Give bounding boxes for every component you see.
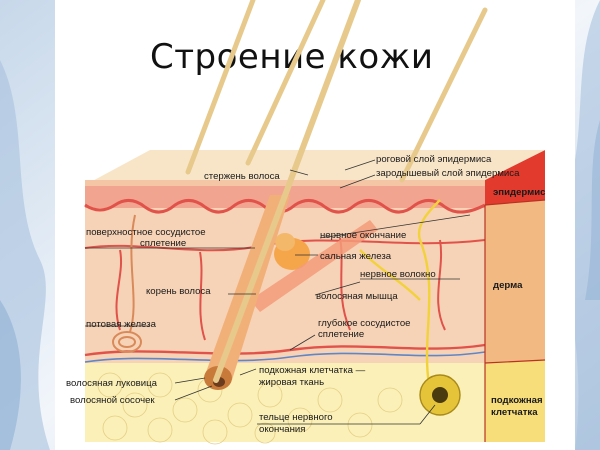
hair-shafts <box>185 0 488 383</box>
label-nerve-corpuscle-2: окончания <box>259 424 305 435</box>
label-deep-plexus-1: глубокое сосудистое <box>318 318 411 329</box>
leader-lines <box>85 159 471 425</box>
label-deep-plexus-2: сплетение <box>318 329 364 340</box>
epidermis-top <box>85 150 545 185</box>
nerve-corpuscle-core <box>432 387 448 403</box>
label-superficial-plexus-1: поверхностное сосудистое <box>86 227 206 238</box>
label-hair-shaft: стержень волоса <box>204 171 280 182</box>
label-subcutis-fat-1: подкожная клетчатка — <box>259 365 366 376</box>
subcutis-side <box>485 360 545 442</box>
layer-dividers <box>484 199 546 442</box>
subcutis-layer <box>85 360 485 442</box>
label-nerve-fiber: нервное волокно <box>360 269 436 280</box>
fat-cells <box>97 372 403 445</box>
nerve-fibers <box>359 199 441 391</box>
sweat-gland <box>112 214 142 353</box>
label-sebaceous-gland: сальная железа <box>320 251 392 262</box>
label-sweat-gland: потовая железа <box>86 319 157 330</box>
label-hair-root: корень волоса <box>146 286 211 297</box>
label-subcutis-fat-2: жировая ткань <box>259 377 324 388</box>
sebaceous-gland-lobe <box>275 233 295 251</box>
label-superficial-plexus-2: сплетение <box>140 238 186 249</box>
label-hair-papilla: волосяной сосочек <box>70 395 155 406</box>
label-hypodermis-1: подкожная <box>491 395 543 406</box>
label-nerve-ending: нервное окончание <box>320 230 406 241</box>
label-nerve-corpuscle-1: тельце нервного <box>259 412 333 423</box>
stratum-corneum-band <box>85 180 485 186</box>
dermis-side <box>485 200 545 363</box>
label-stratum-corneum: роговой слой эпидермиса <box>376 154 492 165</box>
label-hypodermis-2: клетчатка <box>491 407 538 418</box>
epidermis-side <box>485 150 545 205</box>
arrector-muscle <box>250 220 378 312</box>
label-hair-bulb: волосяная луковица <box>66 378 158 389</box>
label-stratum-basale: зародышевый слой эпидермиса <box>376 168 520 179</box>
label-arrector-muscle: волосяная мышца <box>316 291 398 302</box>
label-dermis: дерма <box>493 280 523 291</box>
label-epidermis: эпидермис <box>493 187 546 198</box>
